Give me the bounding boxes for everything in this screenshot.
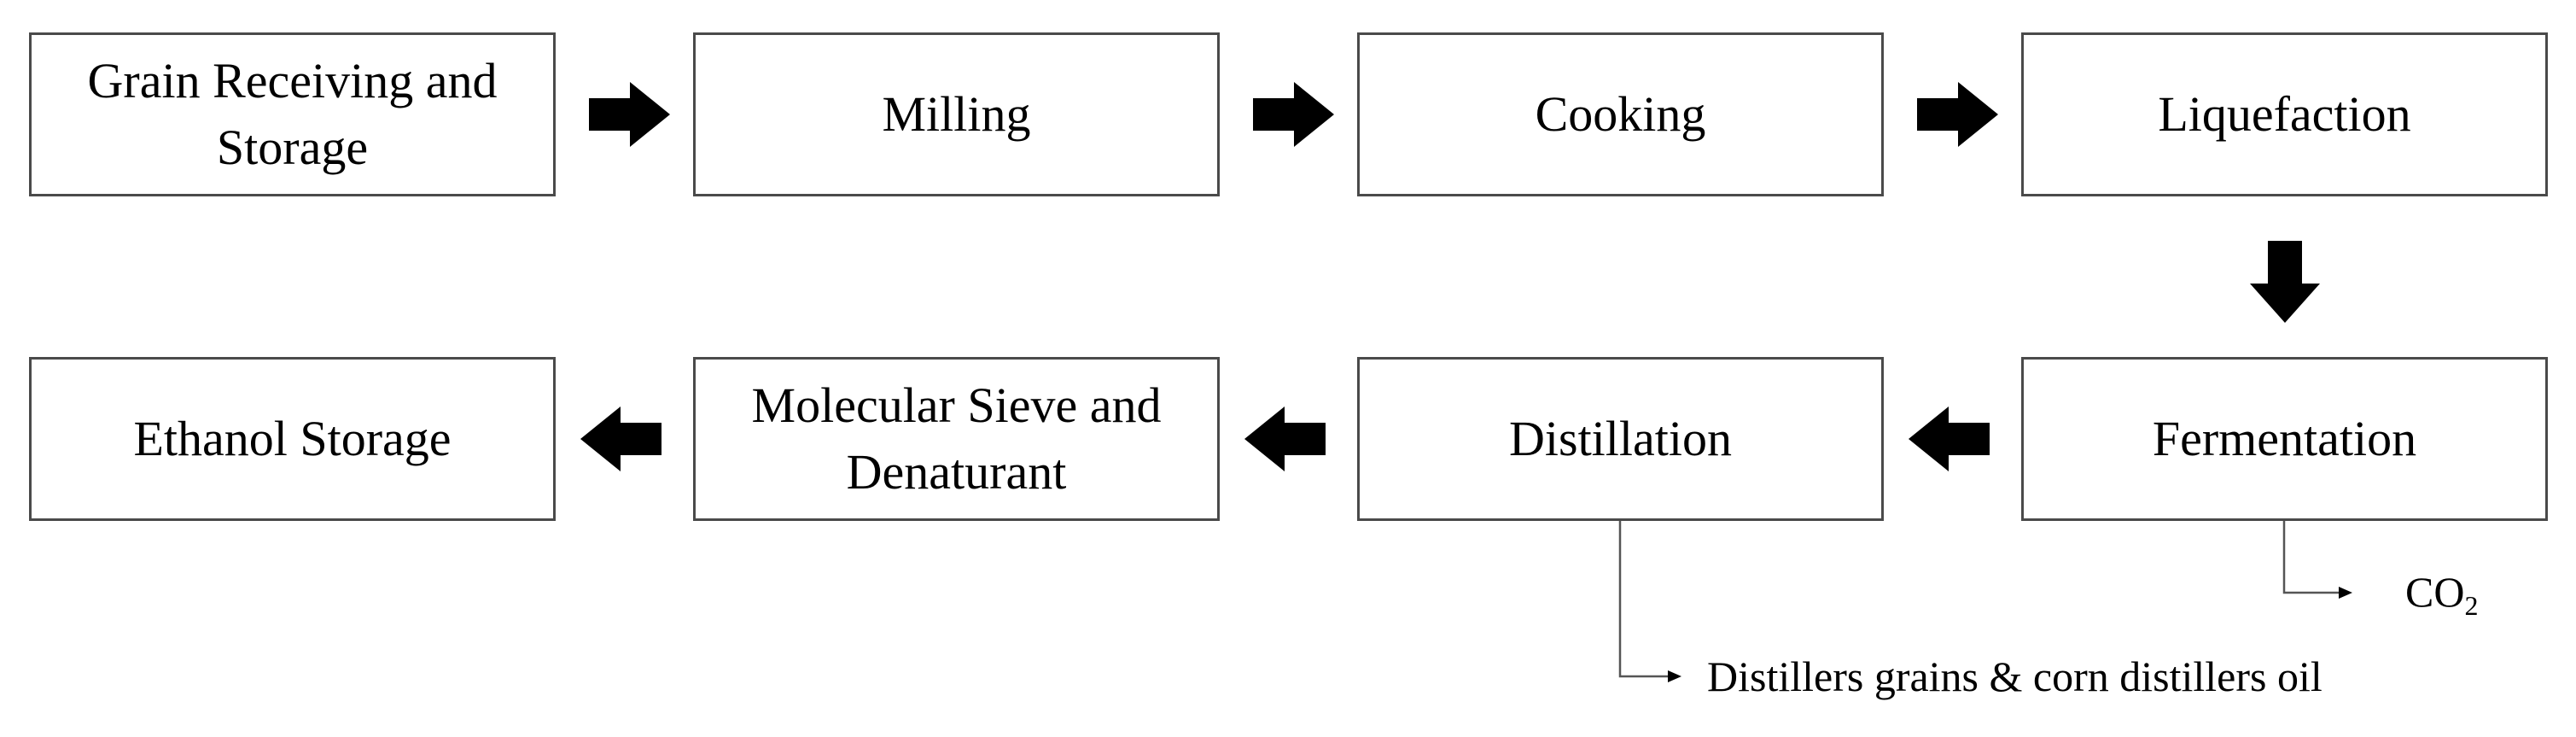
step-fermentation: Fermentation bbox=[2021, 357, 2548, 521]
co2-output-label: CO2 bbox=[2405, 566, 2478, 631]
co2-arrowhead-icon bbox=[2339, 587, 2352, 599]
arrow-right-icon bbox=[1917, 82, 1998, 147]
step-ethanol-storage: Ethanol Storage bbox=[29, 357, 556, 521]
co2-connector-line bbox=[2282, 521, 2339, 594]
distillers-grains-output-label: Distillers grains & corn distillers oil bbox=[1707, 652, 2322, 700]
step-distillation: Distillation bbox=[1357, 357, 1884, 521]
co2-base: CO bbox=[2405, 568, 2465, 616]
arrow-down-icon bbox=[2250, 241, 2320, 323]
arrow-left-icon bbox=[580, 407, 661, 471]
arrow-left-icon bbox=[1244, 407, 1326, 471]
co2-subscript: 2 bbox=[2464, 590, 2479, 621]
step-label: Cooking bbox=[1535, 86, 1706, 142]
step-label: Milling bbox=[882, 86, 1031, 142]
step-label-line: Molecular Sieve and bbox=[751, 377, 1162, 433]
step-milling: Milling bbox=[693, 32, 1220, 196]
step-label-line: Storage bbox=[216, 120, 369, 175]
ddgs-arrowhead-icon bbox=[1668, 670, 1681, 682]
step-label: Liquefaction bbox=[2158, 86, 2411, 142]
step-molecular-sieve-denaturant: Molecular Sieve and Denaturant bbox=[693, 357, 1220, 521]
step-label: Distillation bbox=[1509, 411, 1732, 466]
ddgs-connector-line bbox=[1618, 521, 1668, 678]
arrow-right-icon bbox=[589, 82, 670, 147]
step-cooking: Cooking bbox=[1357, 32, 1884, 196]
arrow-left-icon bbox=[1909, 407, 1990, 471]
arrow-right-icon bbox=[1253, 82, 1334, 147]
step-label-line: Grain Receiving and bbox=[87, 53, 498, 108]
step-label-line: Denaturant bbox=[846, 444, 1067, 500]
step-label: Ethanol Storage bbox=[133, 411, 452, 466]
step-grain-receiving-storage: Grain Receiving and Storage bbox=[29, 32, 556, 196]
step-label: Fermentation bbox=[2152, 411, 2417, 466]
step-liquefaction: Liquefaction bbox=[2021, 32, 2548, 196]
